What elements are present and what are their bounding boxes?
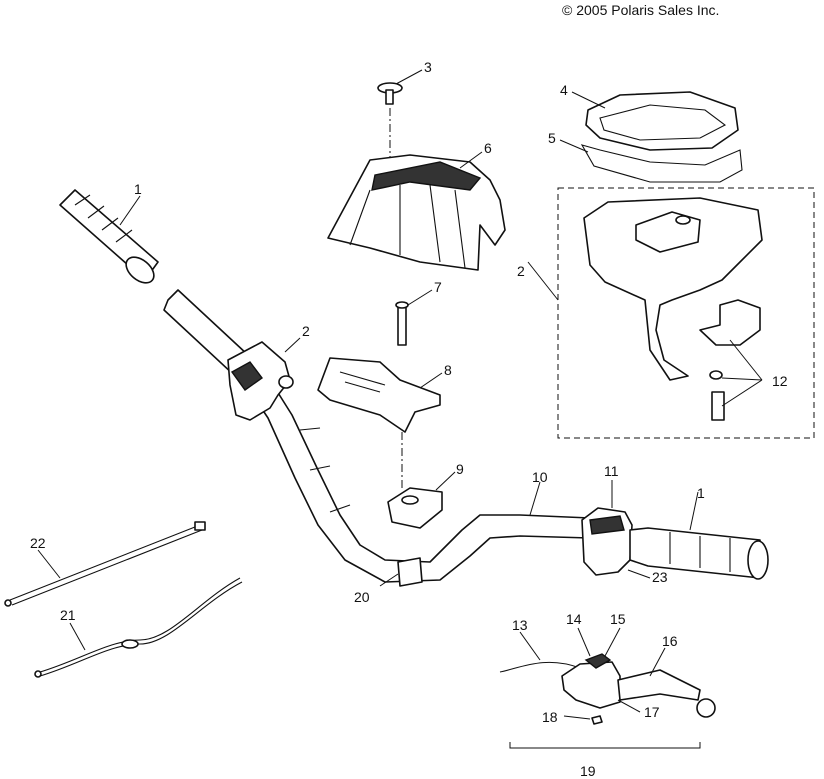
callout-2-left: 2: [302, 323, 310, 339]
pod-assembly-box: [557, 187, 815, 439]
callout-21: 21: [60, 607, 76, 623]
cover-bolt: [377, 82, 403, 160]
callout-1-right: 1: [697, 485, 705, 501]
callout-22: 22: [30, 535, 46, 551]
throttle-cable: [4, 521, 206, 607]
brake-cable: [34, 577, 243, 678]
callout-8: 8: [444, 362, 452, 378]
callout-7: 7: [434, 279, 442, 295]
callout-16: 16: [662, 633, 678, 649]
clamp-bolt: [395, 301, 409, 346]
pod-gasket: [580, 144, 743, 183]
handlebar-cover: [327, 154, 506, 271]
pod-cover: [585, 91, 739, 151]
left-grip: [59, 189, 159, 284]
callout-labels: 1 2 3 4 5 6 7 8 9 10 11 12 13 14 15 16 1…: [30, 59, 788, 779]
callout-14: 14: [566, 611, 582, 627]
callout-18: 18: [542, 709, 558, 725]
callout-17: 17: [644, 704, 660, 720]
callout-12: 12: [772, 373, 788, 389]
callout-4: 4: [560, 82, 568, 98]
right-grip: [629, 527, 769, 580]
callout-1-left: 1: [134, 181, 142, 197]
callout-15: 15: [610, 611, 626, 627]
callout-5: 5: [548, 130, 556, 146]
copyright-notice: © 2005 Polaris Sales Inc.: [562, 2, 720, 18]
callout-13: 13: [512, 617, 528, 633]
callout-6: 6: [484, 140, 492, 156]
left-switch-housing: [227, 341, 294, 421]
right-switch-housing: [581, 507, 633, 576]
handlebar-tube: [163, 289, 591, 583]
callout-3: 3: [424, 59, 432, 75]
mounting-bracket: [317, 357, 441, 490]
callout-20: 20: [354, 589, 370, 605]
callout-23: 23: [652, 569, 668, 585]
upper-clamp: [387, 487, 443, 529]
callout-19: 19: [580, 763, 596, 779]
callout-9: 9: [456, 461, 464, 477]
brake-lever-assembly: [499, 653, 716, 749]
leader-lines: [37, 69, 763, 720]
callout-10: 10: [532, 469, 548, 485]
callout-2-right: 2: [517, 263, 525, 279]
lower-clamp: [397, 557, 423, 587]
callout-11: 11: [604, 463, 619, 479]
